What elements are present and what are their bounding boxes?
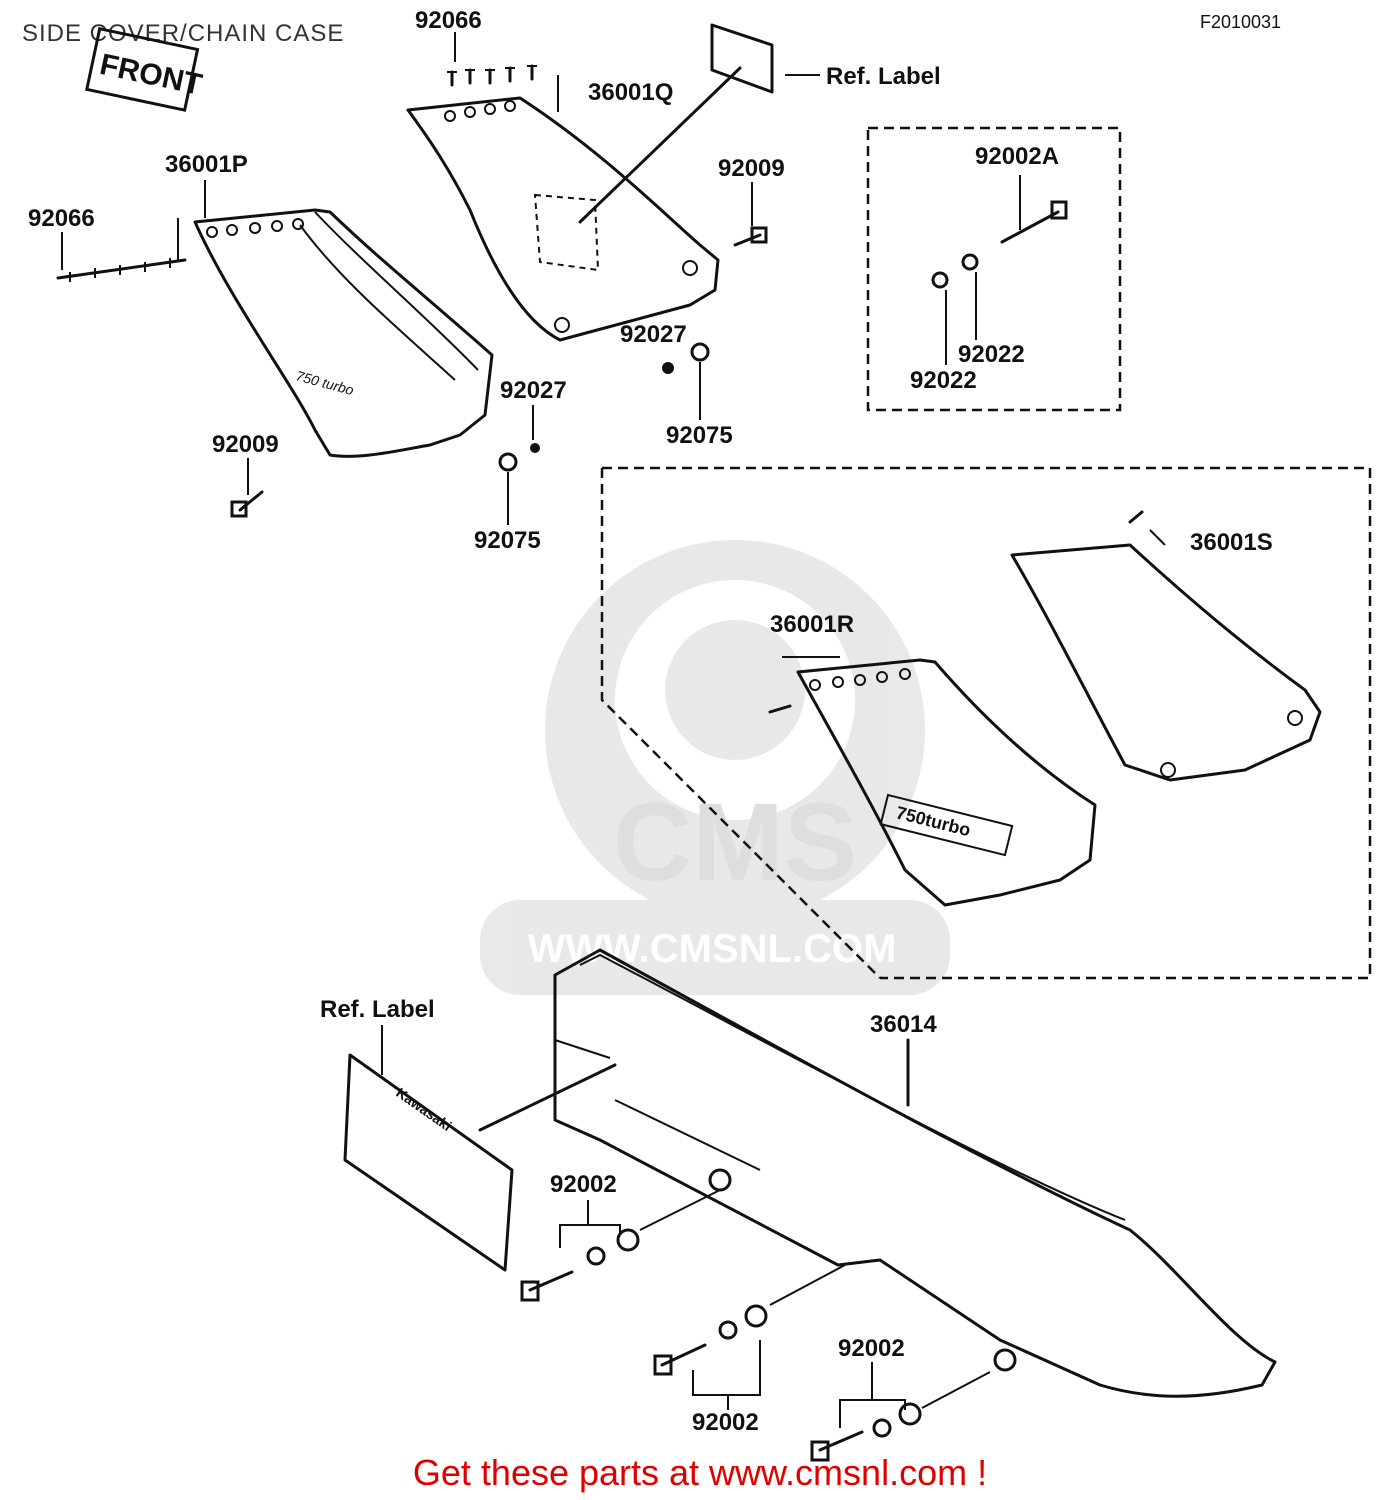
footer-link[interactable]: Get these parts at www.cmsnl.com ! — [412, 1452, 988, 1493]
part-label: 36001S — [1190, 529, 1273, 556]
part-label: 92022 — [958, 341, 1025, 368]
part-label: 92022 — [910, 367, 977, 394]
part-label: 36001P — [165, 151, 248, 178]
svg-text:Kawasaki: Kawasaki — [393, 1084, 454, 1134]
watermark-brand: CMS — [613, 781, 857, 904]
part-label: 92002 — [692, 1409, 759, 1436]
screws-92066-left — [56, 258, 187, 282]
chain-case-36014 — [553, 948, 1277, 1398]
part-label: 92075 — [666, 422, 733, 449]
part-label: Ref. Label — [320, 996, 435, 1023]
screws-92066-top — [447, 64, 537, 87]
side-cover-36001Q — [406, 96, 720, 342]
part-label: 36001Q — [588, 79, 673, 106]
detail-box-92002A — [866, 126, 1122, 412]
bolt-92009-left — [230, 490, 264, 518]
leader-lines — [61, 32, 753, 525]
part-label: 92009 — [212, 431, 279, 458]
part-label: 92066 — [415, 7, 482, 34]
cms-watermark: CMS WWW.CMSNL.COM — [480, 540, 950, 995]
side-cover-36001P: 750 turbo — [193, 208, 494, 458]
part-label: 92075 — [474, 527, 541, 554]
ref-label-bottom: Kawasaki — [343, 1025, 617, 1272]
bolt-92009-top — [733, 226, 768, 247]
part-label: 92066 — [28, 205, 95, 232]
bolts-92002 — [520, 1189, 991, 1462]
front-marker: FRONT — [85, 26, 205, 112]
part-label: 92002 — [550, 1171, 617, 1198]
ref-label-top — [578, 23, 820, 224]
part-label: 36014 — [870, 1011, 937, 1038]
part-label: 92027 — [620, 321, 687, 348]
grommets-mid — [498, 342, 710, 472]
part-labels: 92066 36001Q Ref. Label 36001P 92066 920… — [28, 7, 1273, 1436]
part-label: 92009 — [718, 155, 785, 182]
svg-text:750 turbo: 750 turbo — [294, 367, 355, 398]
part-label: 92002 — [838, 1335, 905, 1362]
svg-text:750turbo: 750turbo — [894, 802, 973, 840]
part-label: 92027 — [500, 377, 567, 404]
diagram-title: SIDE COVER/CHAIN CASE — [22, 20, 345, 47]
part-label: 92002A — [975, 143, 1059, 170]
drawing-code: F2010031 — [1200, 12, 1281, 32]
part-label: Ref. Label — [826, 63, 941, 90]
part-label: 36001R — [770, 611, 854, 638]
